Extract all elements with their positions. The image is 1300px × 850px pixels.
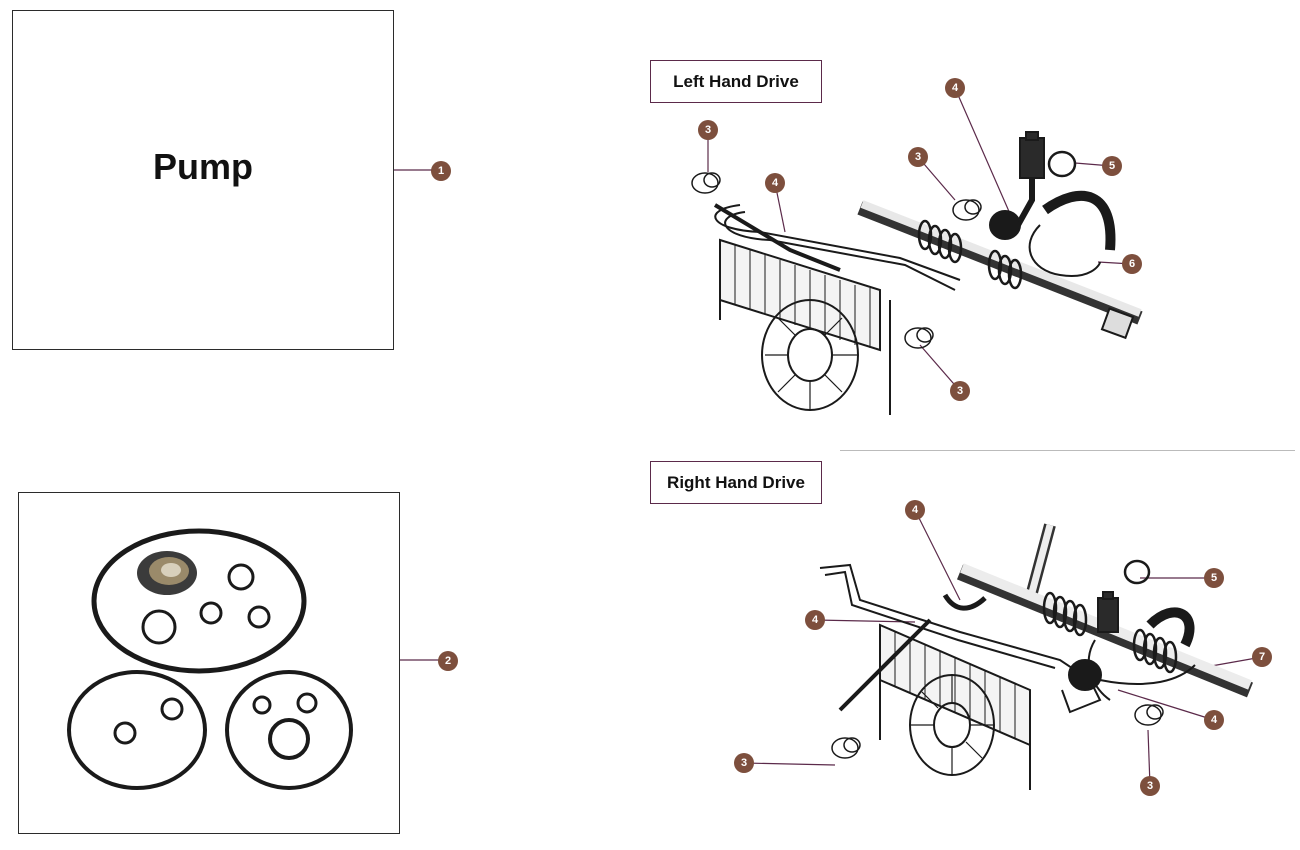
- rhd-callout-4-top[interactable]: 4: [905, 500, 925, 520]
- pump-title: Pump: [152, 146, 253, 187]
- rhd-label: Right Hand Drive: [650, 461, 822, 504]
- lhd-label: Left Hand Drive: [650, 60, 822, 103]
- seal-kit-box: [18, 492, 400, 834]
- o-ring-right: [225, 670, 353, 790]
- lhd-callout-3-top-left[interactable]: 3: [698, 120, 718, 140]
- callout-1[interactable]: 1: [431, 161, 451, 181]
- pump-box: Pump: [12, 10, 394, 350]
- lhd-callout-3-middle[interactable]: 3: [908, 147, 928, 167]
- seal-kit-image: [67, 528, 353, 790]
- rhd-callout-4-cooler[interactable]: 4: [805, 610, 825, 630]
- section-divider: [840, 450, 1295, 451]
- lhd-callout-3-bottom[interactable]: 3: [950, 381, 970, 401]
- lhd-callout-6[interactable]: 6: [1122, 254, 1142, 274]
- callout-2[interactable]: 2: [438, 651, 458, 671]
- lhd-callout-4-hose[interactable]: 4: [945, 78, 965, 98]
- rhd-callout-4-hose[interactable]: 4: [1204, 710, 1224, 730]
- rhd-callout-7[interactable]: 7: [1252, 647, 1272, 667]
- leader-lines: [394, 87, 1263, 787]
- o-ring-left: [67, 670, 207, 790]
- rhd-callout-5[interactable]: 5: [1204, 568, 1224, 588]
- lhd-drawing: [691, 131, 1143, 415]
- large-o-ring: [91, 528, 307, 674]
- rhd-callout-3-right[interactable]: 3: [1140, 776, 1160, 796]
- rhd-callout-3-left[interactable]: 3: [734, 753, 754, 773]
- lhd-callout-5[interactable]: 5: [1102, 156, 1122, 176]
- rhd-drawing: [819, 523, 1254, 790]
- lhd-callout-4-cooler[interactable]: 4: [765, 173, 785, 193]
